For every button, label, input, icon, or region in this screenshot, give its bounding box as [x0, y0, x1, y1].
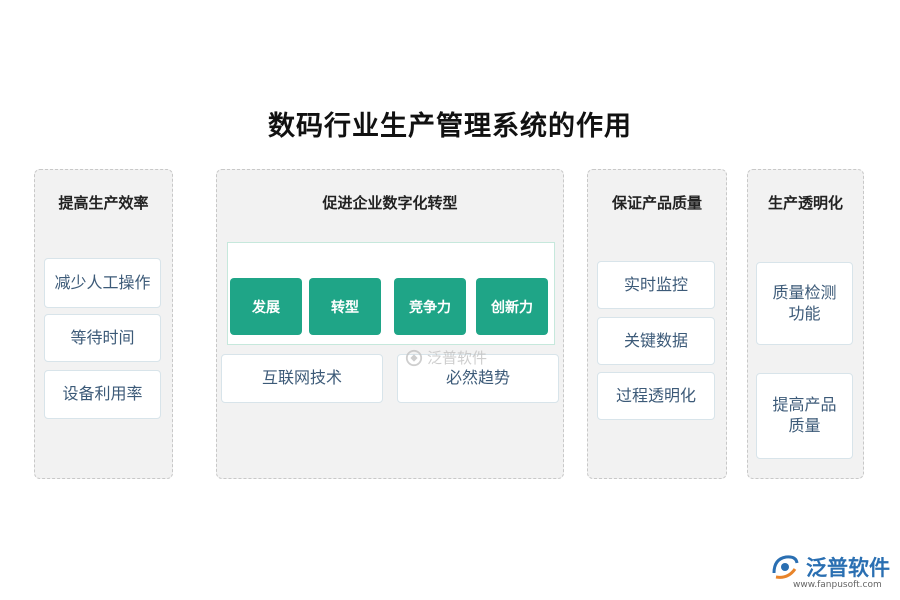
keyword-transformation: 转型 — [309, 278, 381, 335]
brand-name: 泛普软件 — [806, 556, 890, 580]
panel-digital-title: 促进企业数字化转型 — [322, 194, 458, 212]
quality-item-process-transparency: 过程透明化 — [597, 372, 715, 420]
transparency-item-improve-quality: 提高产品 质量 — [756, 373, 853, 459]
watermark: 泛普软件 — [405, 347, 487, 368]
keyword-development: 发展 — [230, 278, 302, 335]
quality-item-key-data: 关键数据 — [597, 317, 715, 365]
panel-quality-assurance: 保证产品质量 实时监控 关键数据 过程透明化 — [587, 169, 727, 479]
watermark-text: 泛普软件 — [427, 349, 488, 367]
brand-logo-icon — [772, 555, 799, 579]
panel-efficiency-title: 提高生产效率 — [58, 194, 149, 212]
panel-digital-transformation: 促进企业数字化转型 发展 转型 竞争力 创新力 互联网技术 必然趋势 — [216, 169, 564, 479]
panel-production-transparency: 生产透明化 质量检测 功能 提高产品 质量 — [747, 169, 864, 479]
keyword-innovation: 创新力 — [476, 278, 548, 335]
keyword-competitiveness: 竞争力 — [394, 278, 466, 335]
transformation-keywords-box: 发展 转型 竞争力 创新力 — [227, 242, 555, 345]
efficiency-item-equipment-util: 设备利用率 — [44, 370, 161, 419]
panel-efficiency: 提高生产效率 减少人工操作 等待时间 设备利用率 — [34, 169, 173, 479]
brand-url: www.fanpusoft.com — [793, 580, 882, 590]
inevitable-trend-card: 必然趋势 — [397, 354, 559, 403]
internet-technology-card: 互联网技术 — [221, 354, 383, 403]
panel-quality-title: 保证产品质量 — [611, 194, 702, 212]
panel-transparency-title: 生产透明化 — [767, 194, 843, 212]
diagram-title: 数码行业生产管理系统的作用 — [268, 111, 632, 142]
brand-logo: 泛普软件 — [770, 552, 890, 582]
efficiency-item-wait-time: 等待时间 — [44, 314, 161, 362]
brand-logo-watermark-icon — [405, 349, 423, 366]
quality-item-realtime-monitor: 实时监控 — [597, 261, 715, 309]
efficiency-item-reduce-manual: 减少人工操作 — [44, 258, 161, 308]
transparency-item-quality-inspection: 质量检测 功能 — [756, 262, 853, 345]
